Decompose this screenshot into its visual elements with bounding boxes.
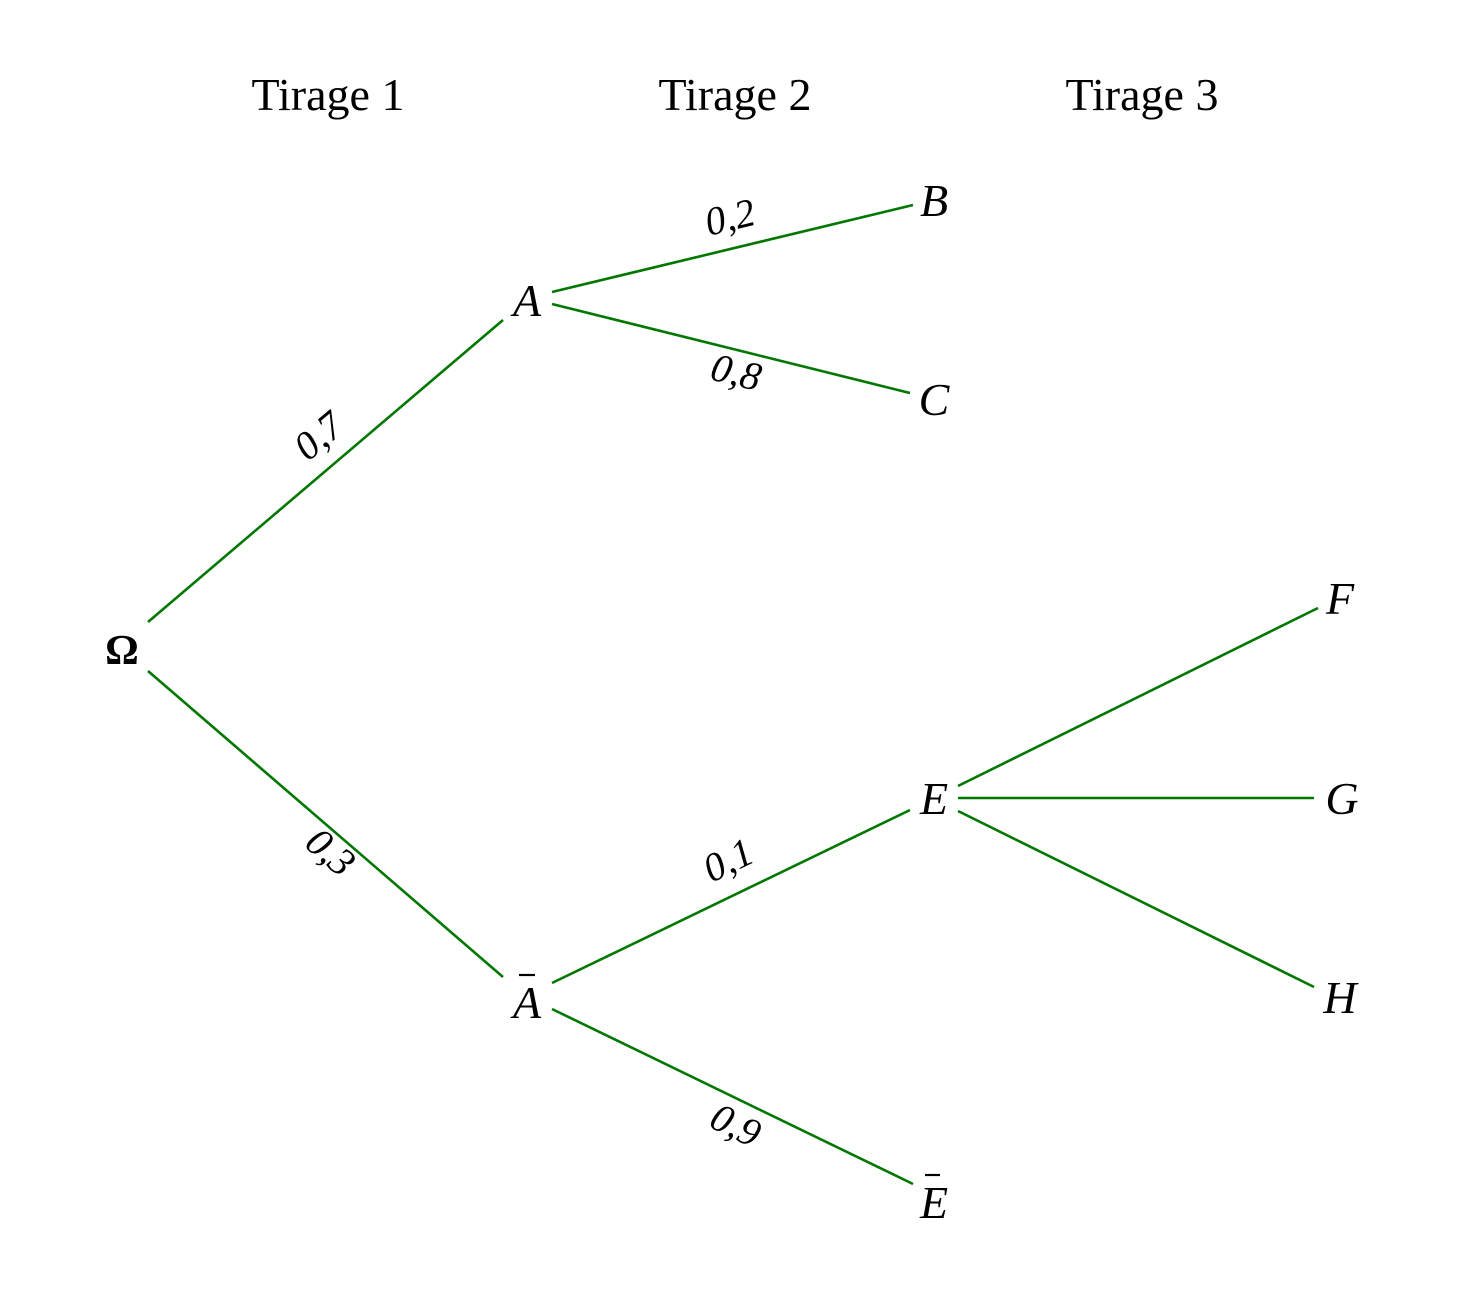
- edge-omega-a: [147, 319, 504, 623]
- node-e: E: [919, 773, 948, 824]
- header-tirage-1: Tirage 1: [252, 69, 405, 120]
- edge-a-c: [551, 302, 911, 395]
- prob-a-b: 0,2: [700, 189, 759, 244]
- header-tirage-2: Tirage 2: [659, 69, 812, 120]
- node-a-bar-group: A: [510, 973, 542, 1028]
- node-omega: Ω: [105, 628, 139, 674]
- prob-a-bar-e-bar: 0,9: [704, 1094, 769, 1156]
- prob-a-c: 0,8: [707, 344, 766, 400]
- node-f: F: [1325, 573, 1355, 624]
- node-e-bar: E: [919, 1177, 948, 1228]
- node-a-bar: A: [510, 977, 542, 1028]
- edge-a-bar-e-bar: [551, 1007, 914, 1186]
- edge-a-bar-e: [551, 808, 911, 985]
- edge-e-f: [957, 606, 1319, 788]
- edge-omega-a-bar: [147, 670, 504, 978]
- prob-omega-a-bar: 0,3: [297, 818, 364, 885]
- node-a: A: [510, 275, 542, 326]
- node-c: C: [919, 374, 951, 425]
- node-h: H: [1322, 972, 1359, 1023]
- prob-omega-a: 0,7: [285, 401, 354, 469]
- prob-a-bar-e: 0,1: [696, 829, 761, 891]
- node-e-bar-group: E: [919, 1173, 948, 1228]
- header-tirage-3: Tirage 3: [1066, 69, 1219, 120]
- node-g: G: [1325, 773, 1358, 824]
- node-b: B: [920, 175, 948, 226]
- edge-a-b: [551, 203, 914, 294]
- edge-e-h: [957, 809, 1315, 989]
